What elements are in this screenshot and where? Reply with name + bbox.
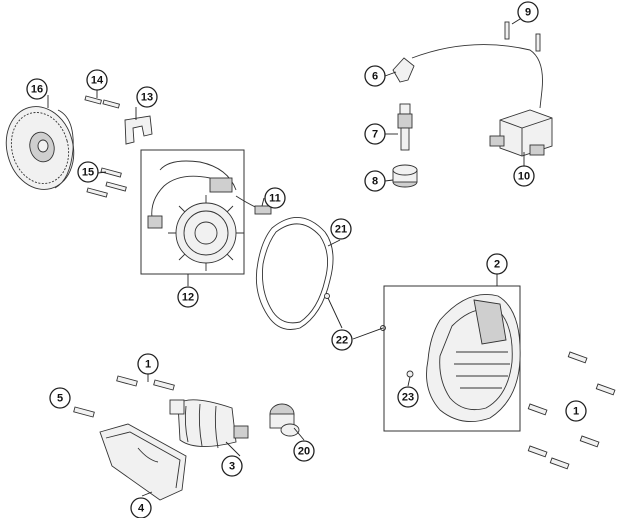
bolts-1-right-part bbox=[527, 351, 616, 470]
callout-c1a: 1 bbox=[137, 353, 159, 375]
callout-circle bbox=[264, 187, 286, 209]
callout-circle bbox=[221, 455, 243, 477]
callout-c4: 4 bbox=[130, 497, 152, 518]
callout-c9: 9 bbox=[517, 1, 539, 23]
clamp-13-part bbox=[124, 115, 153, 145]
callout-circle bbox=[49, 387, 71, 409]
stator-group-box bbox=[140, 149, 245, 275]
bolts-15-part bbox=[86, 167, 127, 198]
plate-4-part bbox=[99, 423, 187, 501]
callout-c22: 22 bbox=[331, 329, 353, 351]
callout-circle bbox=[330, 218, 352, 240]
bolts-14-part bbox=[84, 95, 121, 109]
callout-number: 10 bbox=[518, 171, 530, 183]
callout-c3: 3 bbox=[221, 455, 243, 477]
callout-number: 15 bbox=[82, 167, 94, 179]
callout-number: 13 bbox=[141, 92, 153, 104]
callout-number: 12 bbox=[182, 292, 194, 304]
callout-circle bbox=[331, 329, 353, 351]
leader-lines bbox=[47, 13, 529, 497]
callout-number: 7 bbox=[372, 129, 378, 141]
callout-number: 20 bbox=[298, 446, 310, 458]
callout-number: 22 bbox=[336, 335, 348, 347]
callout-number: 1 bbox=[145, 359, 151, 371]
starter-motor-3-part bbox=[169, 399, 249, 449]
callout-number: 21 bbox=[335, 224, 347, 236]
callout-circle bbox=[364, 170, 386, 192]
callout-circle bbox=[130, 497, 152, 518]
callout-circle bbox=[364, 65, 386, 87]
starter-drive-20-part bbox=[269, 403, 300, 437]
callout-number: 8 bbox=[372, 176, 378, 188]
callout-c6: 6 bbox=[364, 65, 386, 87]
bolts-1-left-part bbox=[116, 375, 175, 391]
callout-circle bbox=[137, 353, 159, 375]
callout-c16: 16 bbox=[26, 78, 48, 100]
callout-circle bbox=[486, 253, 508, 275]
callout-number: 4 bbox=[138, 503, 145, 515]
seal-8-part bbox=[392, 164, 418, 188]
callout-number: 1 bbox=[573, 406, 579, 418]
callout-circle bbox=[364, 123, 386, 145]
spark-plug-cap-6-part bbox=[392, 44, 543, 109]
callout-circle bbox=[513, 165, 535, 187]
callout-number: 2 bbox=[494, 259, 500, 271]
spark-plug-7-part bbox=[397, 103, 413, 151]
callout-circle bbox=[517, 1, 539, 23]
callout-number: 11 bbox=[269, 193, 281, 205]
callout-number: 9 bbox=[525, 7, 531, 19]
callout-circle bbox=[565, 400, 587, 422]
callout-circle bbox=[177, 286, 199, 308]
callout-c7: 7 bbox=[364, 123, 386, 145]
callout-c20: 20 bbox=[293, 440, 315, 462]
stator-part bbox=[147, 160, 272, 271]
callout-number: 14 bbox=[91, 75, 104, 87]
callout-c2: 2 bbox=[486, 253, 508, 275]
callout-c23: 23 bbox=[397, 386, 419, 408]
callout-circle bbox=[293, 440, 315, 462]
gasket-21-part bbox=[255, 216, 334, 330]
callout-c13: 13 bbox=[136, 86, 158, 108]
dowels-22-part bbox=[324, 293, 386, 331]
callout-c5: 5 bbox=[49, 387, 71, 409]
callout-c15: 15 bbox=[77, 161, 99, 183]
callout-number: 6 bbox=[372, 71, 378, 83]
callout-circle bbox=[397, 386, 419, 408]
callout-circle bbox=[26, 78, 48, 100]
callout-c8: 8 bbox=[364, 170, 386, 192]
callout-c21: 21 bbox=[330, 218, 352, 240]
callout-number: 23 bbox=[402, 392, 414, 404]
callout-c10: 10 bbox=[513, 165, 535, 187]
callout-number: 3 bbox=[229, 461, 235, 473]
callout-circle bbox=[77, 161, 99, 183]
ignition-coil-10-part bbox=[489, 109, 553, 157]
callout-circle bbox=[86, 69, 108, 91]
callout-circle bbox=[136, 86, 158, 108]
bolt-5-part bbox=[73, 406, 95, 418]
callout-number: 16 bbox=[31, 84, 43, 96]
callout-c1b: 1 bbox=[565, 400, 587, 422]
flywheel-part bbox=[5, 106, 75, 190]
callout-number: 5 bbox=[57, 393, 63, 405]
callout-c11: 11 bbox=[264, 187, 286, 209]
ignition-cover-part bbox=[406, 293, 521, 423]
callout-c12: 12 bbox=[177, 286, 199, 308]
callout-c14: 14 bbox=[86, 69, 108, 91]
bolts-9-part bbox=[504, 21, 541, 52]
